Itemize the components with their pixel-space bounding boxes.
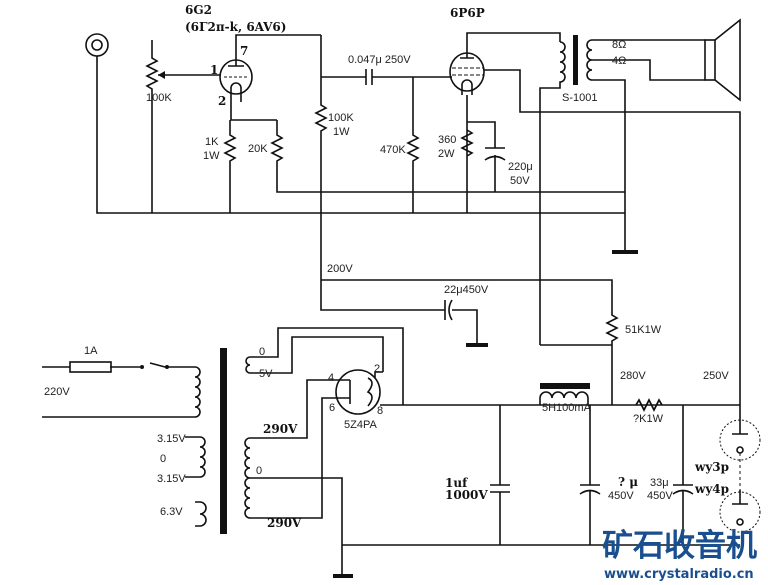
heater-windings: 3.15V 0 3.15V 6.3V bbox=[157, 433, 207, 527]
label: wy4p bbox=[694, 482, 729, 496]
label: 5Z4PA bbox=[344, 419, 377, 431]
label: 1W bbox=[333, 126, 350, 138]
label: 1K bbox=[205, 136, 219, 148]
label: 5H100mA bbox=[542, 402, 592, 414]
label: 8Ω bbox=[612, 39, 626, 51]
label: 1uf bbox=[445, 476, 468, 490]
label: 1000V bbox=[445, 488, 488, 502]
label: 3.15V bbox=[157, 473, 186, 485]
label: 0 bbox=[259, 346, 265, 358]
label: 100K bbox=[328, 112, 354, 124]
label: 220V bbox=[44, 386, 70, 398]
plate-resistor bbox=[314, 35, 445, 311]
label: 6.3V bbox=[160, 506, 183, 518]
grid-resistor bbox=[270, 120, 625, 193]
label: 5V bbox=[259, 368, 273, 380]
label: wy3p bbox=[694, 460, 729, 474]
transformer-core bbox=[220, 348, 227, 534]
label: 220μ bbox=[508, 161, 533, 173]
watermark-title: 矿石收音机 bbox=[602, 528, 757, 564]
label: 4 bbox=[328, 372, 334, 384]
label: 51K1W bbox=[625, 324, 662, 336]
filter-cap-3 bbox=[672, 405, 694, 545]
pin-2: 2 bbox=[218, 94, 226, 108]
label: 450V bbox=[647, 490, 673, 502]
label: 20K bbox=[248, 143, 268, 155]
ground-icon bbox=[466, 343, 488, 347]
label: ? μ bbox=[618, 475, 638, 489]
label: ?K1W bbox=[633, 413, 664, 425]
decoupling-cap bbox=[444, 299, 478, 345]
ground-icon bbox=[333, 574, 353, 578]
ground-icon bbox=[612, 250, 638, 254]
mains-input: 1A 220V bbox=[42, 345, 201, 418]
label: 50V bbox=[510, 175, 530, 187]
filter-resistor bbox=[635, 398, 663, 412]
input-jack bbox=[85, 33, 625, 214]
speaker-icon bbox=[704, 18, 741, 102]
label: 6 bbox=[329, 402, 335, 414]
volume-pot: 100K bbox=[145, 40, 220, 213]
voltage-280: 280V bbox=[620, 370, 646, 382]
grid-leak-resistor bbox=[406, 77, 420, 213]
voltage-200: 200V bbox=[327, 263, 353, 275]
label: 0.047μ 250V bbox=[348, 54, 411, 66]
secondary-windings: 0 5V 290V 0 290V bbox=[244, 327, 404, 578]
filter-cap-2 bbox=[579, 405, 601, 545]
watermark-url: www.crystalradio.cn bbox=[604, 567, 754, 582]
label: 290V bbox=[263, 422, 298, 436]
label: 2W bbox=[438, 148, 455, 160]
power-tube: 6P6P bbox=[449, 6, 741, 405]
label: 22μ450V bbox=[444, 284, 489, 296]
label: 0 bbox=[160, 453, 166, 465]
label: 290V bbox=[267, 516, 302, 530]
output-transformer: 8Ω 4Ω S-1001 bbox=[539, 35, 705, 345]
label: 450V bbox=[608, 490, 634, 502]
choke bbox=[539, 391, 589, 405]
label: 33μ bbox=[650, 477, 669, 489]
cathode-resistor bbox=[223, 120, 237, 213]
label: 2 bbox=[374, 363, 380, 375]
rectifier-tube: 4 2 6 8 5Z4PA bbox=[328, 363, 740, 431]
label: 360 bbox=[438, 134, 456, 146]
pilot-lamps: wy3p wy4p bbox=[694, 405, 761, 533]
voltage-250: 250V bbox=[703, 370, 729, 382]
label: 470K bbox=[380, 144, 406, 156]
label: 3.15V bbox=[157, 433, 186, 445]
preamp-tube-equivalents: (6Γ2π-k, 6AV6) bbox=[185, 20, 286, 34]
power-tube-name: 6P6P bbox=[450, 6, 485, 20]
pin-1: 1 bbox=[210, 63, 218, 77]
choke-core bbox=[540, 383, 590, 389]
coupling-cap bbox=[321, 69, 452, 85]
filter-cap-1 bbox=[490, 405, 510, 545]
label: 1A bbox=[84, 345, 98, 357]
label: 8 bbox=[377, 405, 383, 417]
dropping-resistor bbox=[321, 279, 619, 405]
fuse bbox=[69, 361, 112, 373]
pin-7: 7 bbox=[240, 44, 248, 58]
label: S-1001 bbox=[562, 92, 597, 104]
label: 1W bbox=[203, 150, 220, 162]
preamp-tube: 6G2 (6Γ2π-k, 6AV6) 1 7 2 bbox=[185, 3, 321, 121]
preamp-tube-name: 6G2 bbox=[185, 3, 212, 17]
pot-label: 100K bbox=[146, 92, 172, 104]
label: 4Ω bbox=[612, 55, 626, 67]
label: 0 bbox=[256, 465, 262, 477]
